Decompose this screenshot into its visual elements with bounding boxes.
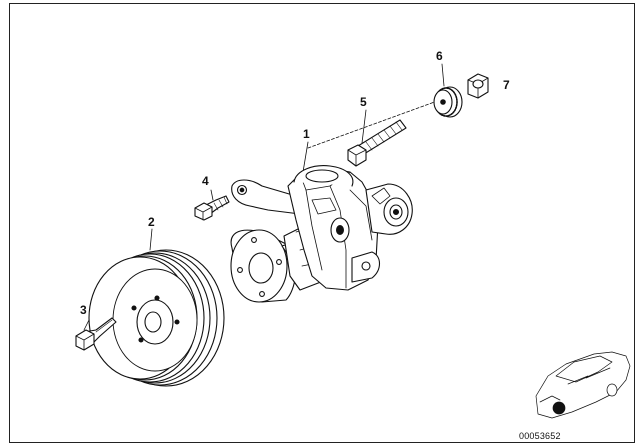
nut-part-7 [467, 73, 489, 99]
gear-part-6 [433, 86, 463, 118]
callout-part-1: 1 [303, 127, 310, 141]
callout-part-5: 5 [360, 95, 367, 109]
callout-part-2: 2 [148, 215, 155, 229]
bolt-part-3 [75, 317, 117, 351]
bolt-part-4 [194, 195, 230, 221]
pulley [88, 249, 225, 387]
callout-part-7: 7 [503, 78, 510, 92]
vehicle-locator-thumbnail [535, 351, 631, 419]
callout-part-6: 6 [436, 49, 443, 63]
steering-pump-body [231, 165, 413, 291]
diagram-id: 00053652 [519, 431, 561, 441]
stud-part-5 [347, 119, 407, 167]
callout-part-4: 4 [202, 174, 209, 188]
callout-part-3: 3 [80, 303, 87, 317]
